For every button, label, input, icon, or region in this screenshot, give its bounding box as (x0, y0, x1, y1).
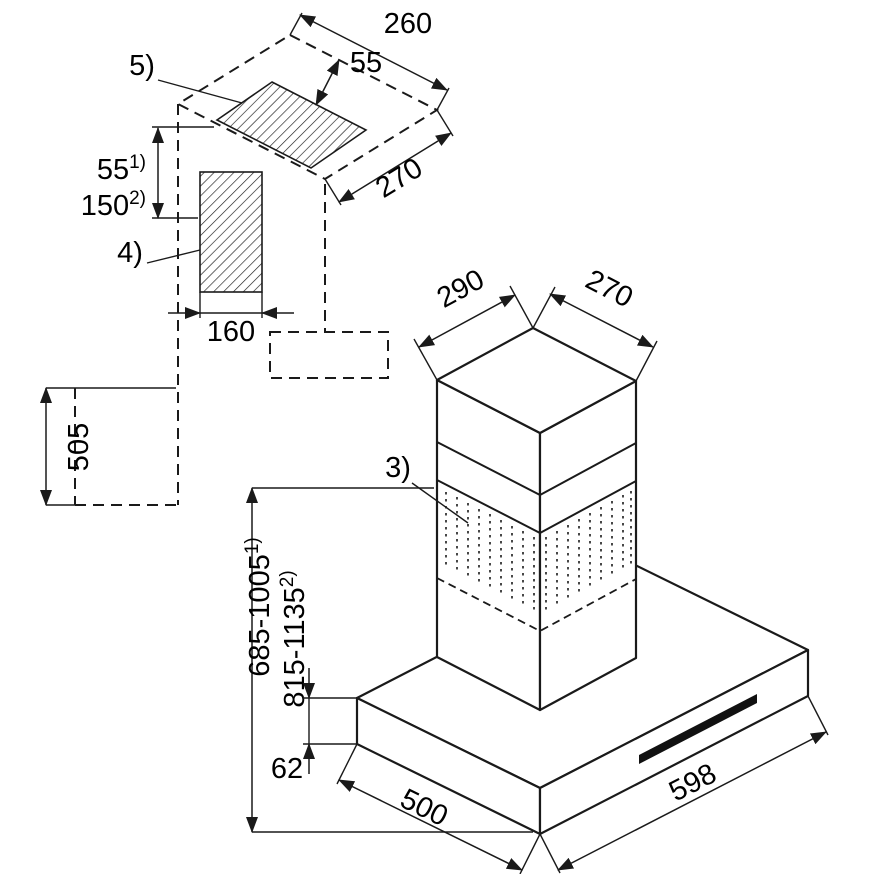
dim-598-line (557, 731, 827, 871)
dim-505-label: 505 (63, 423, 95, 471)
chimney-left-face (435, 378, 542, 712)
chimney-right-face (538, 379, 638, 712)
callout-5-leader (157, 79, 243, 104)
rear-outlet-outline (269, 331, 389, 379)
dim-260-line (299, 14, 448, 91)
dim-clearance-a-label: 551) (97, 152, 146, 186)
chimney (435, 326, 638, 712)
dim-clearance-b-label: 1502) (81, 188, 146, 222)
wall-duct-opening-hatch (199, 171, 263, 293)
dim-55-inset-line (315, 59, 340, 106)
callout-4-leader (146, 249, 201, 264)
callout-3-label: 3) (385, 452, 411, 484)
dim-260-label: 260 (384, 8, 432, 40)
dim-55-inset-label: 55 (350, 47, 382, 79)
ceiling-duct-opening-hatch (215, 81, 368, 169)
dim-160-label: 160 (207, 316, 255, 348)
dim-290-label: 290 (432, 264, 490, 315)
dim-height-range-a-label: 685-10051) (242, 537, 276, 676)
chimney-seam-upper (436, 441, 637, 497)
callout-4-label: 4) (117, 237, 143, 269)
dim-270-width-line (549, 293, 654, 348)
dim-270-depth-line (338, 132, 452, 203)
inner-section-hidden-edge (436, 577, 637, 633)
ceiling-template (74, 33, 440, 506)
dim-500-line (338, 779, 523, 871)
dim-500-label: 500 (395, 783, 453, 833)
callout-5-label: 5) (129, 50, 155, 82)
dim-270-depth-label: 270 (370, 152, 428, 205)
dim-height-range-b-label: 815-11352) (277, 570, 311, 707)
dim-290-line (418, 294, 516, 348)
dim-270-width-label: 270 (580, 264, 638, 315)
callout-3-leader (411, 482, 469, 524)
chimney-seam-lower (436, 479, 637, 535)
dim-62-label: 62 (271, 753, 303, 785)
